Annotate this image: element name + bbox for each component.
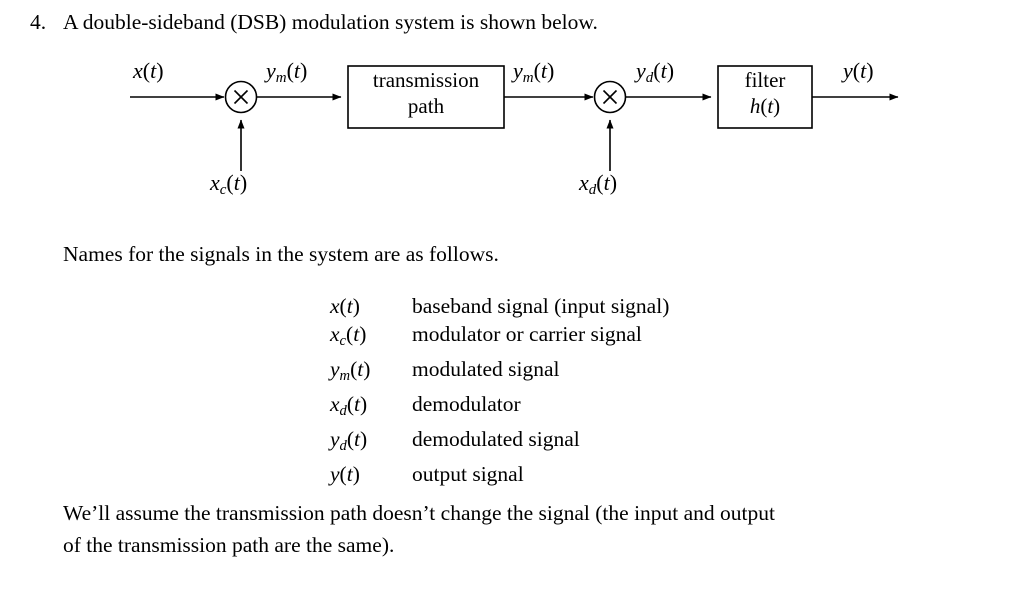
signal-symbol: xd(t)	[330, 392, 368, 420]
signal-symbol: xc(t)	[330, 322, 367, 350]
signal-description: demodulator	[412, 392, 521, 417]
transmission-path-block-label: transmission path	[348, 67, 504, 119]
signal-names-intro: Names for the signals in the system are …	[63, 242, 499, 266]
signal-description: demodulated signal	[412, 427, 580, 452]
filter-line-1: filter	[744, 68, 786, 92]
modulator-multiplier-x-stroke-2	[233, 89, 249, 105]
list-item: yd(t) demodulated signal	[330, 425, 669, 460]
transmission-path-block	[347, 65, 505, 129]
filter-line-2: h(t)	[749, 94, 781, 118]
closing-paragraph-line-1: We’ll assume the transmission path doesn…	[63, 501, 776, 525]
label-modulated-signal-left: ym(t)	[266, 58, 308, 87]
signal-definition-list: x(t) baseband signal (input signal) xc(t…	[330, 292, 669, 488]
list-item: xd(t) demodulator	[330, 390, 669, 425]
signal-description: output signal	[412, 462, 524, 487]
demodulator-multiplier-x-stroke-2	[602, 89, 618, 105]
transmission-path-line-2: path	[407, 94, 445, 118]
closing-paragraph-line-2: of the transmission path are the same).	[63, 533, 395, 557]
signal-symbol: yd(t)	[330, 427, 368, 455]
signal-symbol: ym(t)	[330, 357, 371, 385]
label-modulated-signal-right: ym(t)	[513, 58, 555, 87]
filter-block-label: filter h(t)	[718, 67, 812, 119]
filter-block	[717, 65, 813, 129]
block-diagram-canvas	[130, 65, 899, 171]
signal-symbol: y(t)	[330, 462, 360, 487]
label-demodulated-signal: yd(t)	[636, 58, 675, 87]
transmission-path-line-1: transmission	[372, 68, 480, 92]
label-demodulator-signal: xd(t)	[579, 170, 618, 199]
list-item: xc(t) modulator or carrier signal	[330, 320, 669, 355]
problem-number: 4.	[30, 10, 47, 34]
label-carrier-signal: xc(t)	[210, 170, 248, 199]
list-item: y(t) output signal	[330, 460, 669, 488]
list-item: ym(t) modulated signal	[330, 355, 669, 390]
signal-description: baseband signal (input signal)	[412, 294, 670, 318]
dsb-modulation-block-diagram: x(t) xc(t) ym(t) transmission path ym(t)…	[0, 46, 1024, 216]
label-input-signal: x(t)	[133, 58, 164, 83]
problem-statement-text: A double-sideband (DSB) modulation syste…	[63, 10, 598, 34]
list-item: x(t) baseband signal (input signal)	[330, 292, 669, 320]
problem-statement: 4. A double-sideband (DSB) modulation sys…	[30, 7, 990, 37]
signal-description: modulator or carrier signal	[412, 322, 642, 346]
signal-description: modulated signal	[412, 357, 560, 382]
signal-symbol: x(t)	[330, 294, 360, 318]
label-output-signal: y(t)	[843, 58, 874, 83]
closing-paragraph: We’ll assume the transmission path doesn…	[63, 497, 1008, 561]
